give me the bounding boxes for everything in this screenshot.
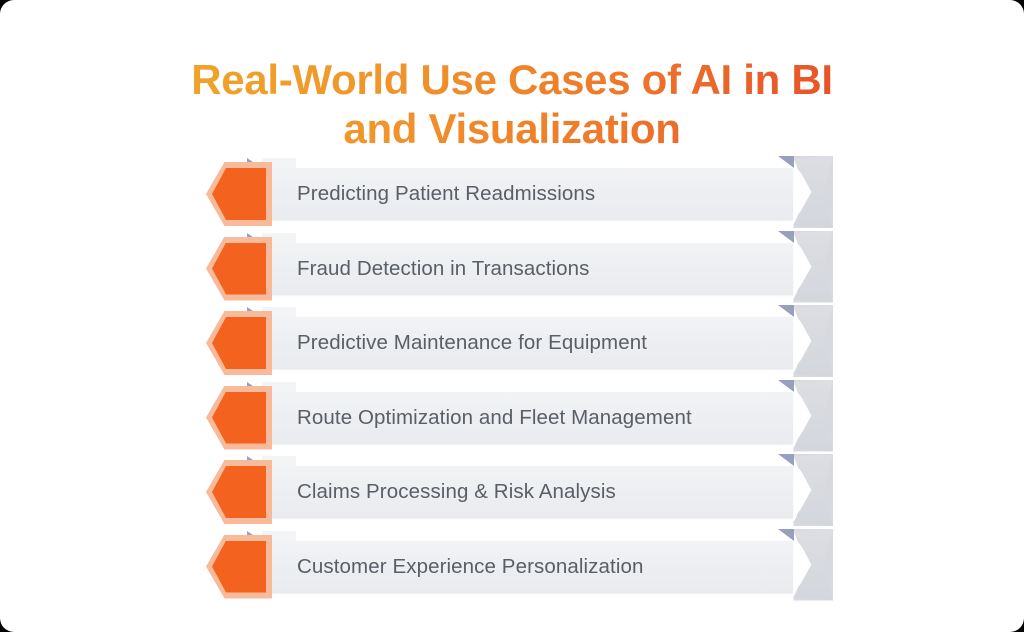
list-item[interactable]: Claims Processing & Risk Analysis	[0, 446, 1024, 526]
use-case-list: Predicting Patient Readmissions Fraud De…	[0, 148, 1024, 601]
ribbon-bar	[247, 168, 793, 220]
page-title: Real-World Use Cases of AI in BI and Vis…	[132, 56, 892, 153]
list-item-label: Route Optimization and Fleet Management	[297, 405, 692, 429]
list-item[interactable]: Fraud Detection in Transactions	[0, 223, 1024, 303]
ribbon-bar	[247, 242, 793, 295]
ribbon-bar	[247, 540, 793, 593]
list-item-label: Fraud Detection in Transactions	[297, 256, 590, 280]
list-item-label: Customer Experience Personalization	[297, 554, 644, 578]
fold-right-icon	[778, 454, 794, 466]
list-item[interactable]: Customer Experience Personalization	[0, 521, 1024, 601]
list-item[interactable]: Predictive Maintenance for Equipment	[0, 297, 1024, 377]
list-item-label: Predicting Patient Readmissions	[297, 182, 596, 205]
ribbon-bar	[247, 466, 793, 518]
fold-right-icon	[778, 156, 794, 168]
page-title-line-1: Real-World Use Cases of AI in BI	[191, 56, 833, 104]
ribbon-bar	[247, 317, 793, 369]
list-item[interactable]: Route Optimization and Fleet Management	[0, 372, 1024, 452]
fold-right-icon	[778, 528, 794, 541]
paper-sliver	[262, 158, 296, 168]
fold-right-icon	[778, 230, 794, 243]
paper-sliver	[262, 232, 296, 243]
paper-sliver	[262, 456, 296, 466]
list-item[interactable]: Predicting Patient Readmissions	[0, 148, 1024, 228]
paper-sliver	[262, 307, 296, 317]
page-title-line-2: and Visualization	[343, 104, 681, 152]
ribbon-bar	[247, 391, 793, 444]
list-item-label: Claims Processing & Risk Analysis	[297, 480, 616, 503]
fold-right-icon	[778, 379, 794, 392]
paper-sliver	[262, 381, 296, 392]
list-item-label: Predictive Maintenance for Equipment	[297, 331, 648, 354]
paper-sliver	[262, 530, 296, 541]
fold-right-icon	[778, 305, 794, 317]
